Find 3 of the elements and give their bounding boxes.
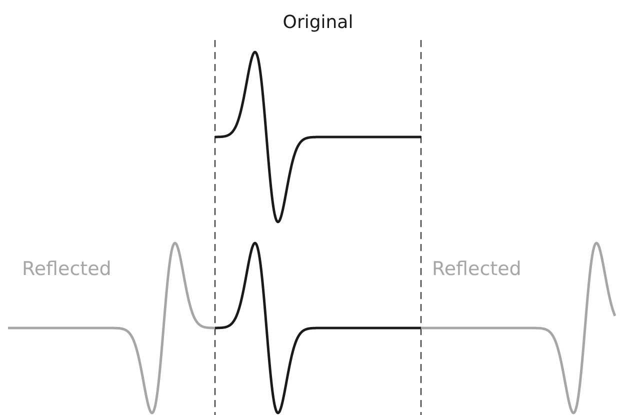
region-label: Reflected — [432, 258, 522, 280]
region-label: Reflected — [22, 258, 112, 280]
title: Original — [282, 12, 354, 33]
